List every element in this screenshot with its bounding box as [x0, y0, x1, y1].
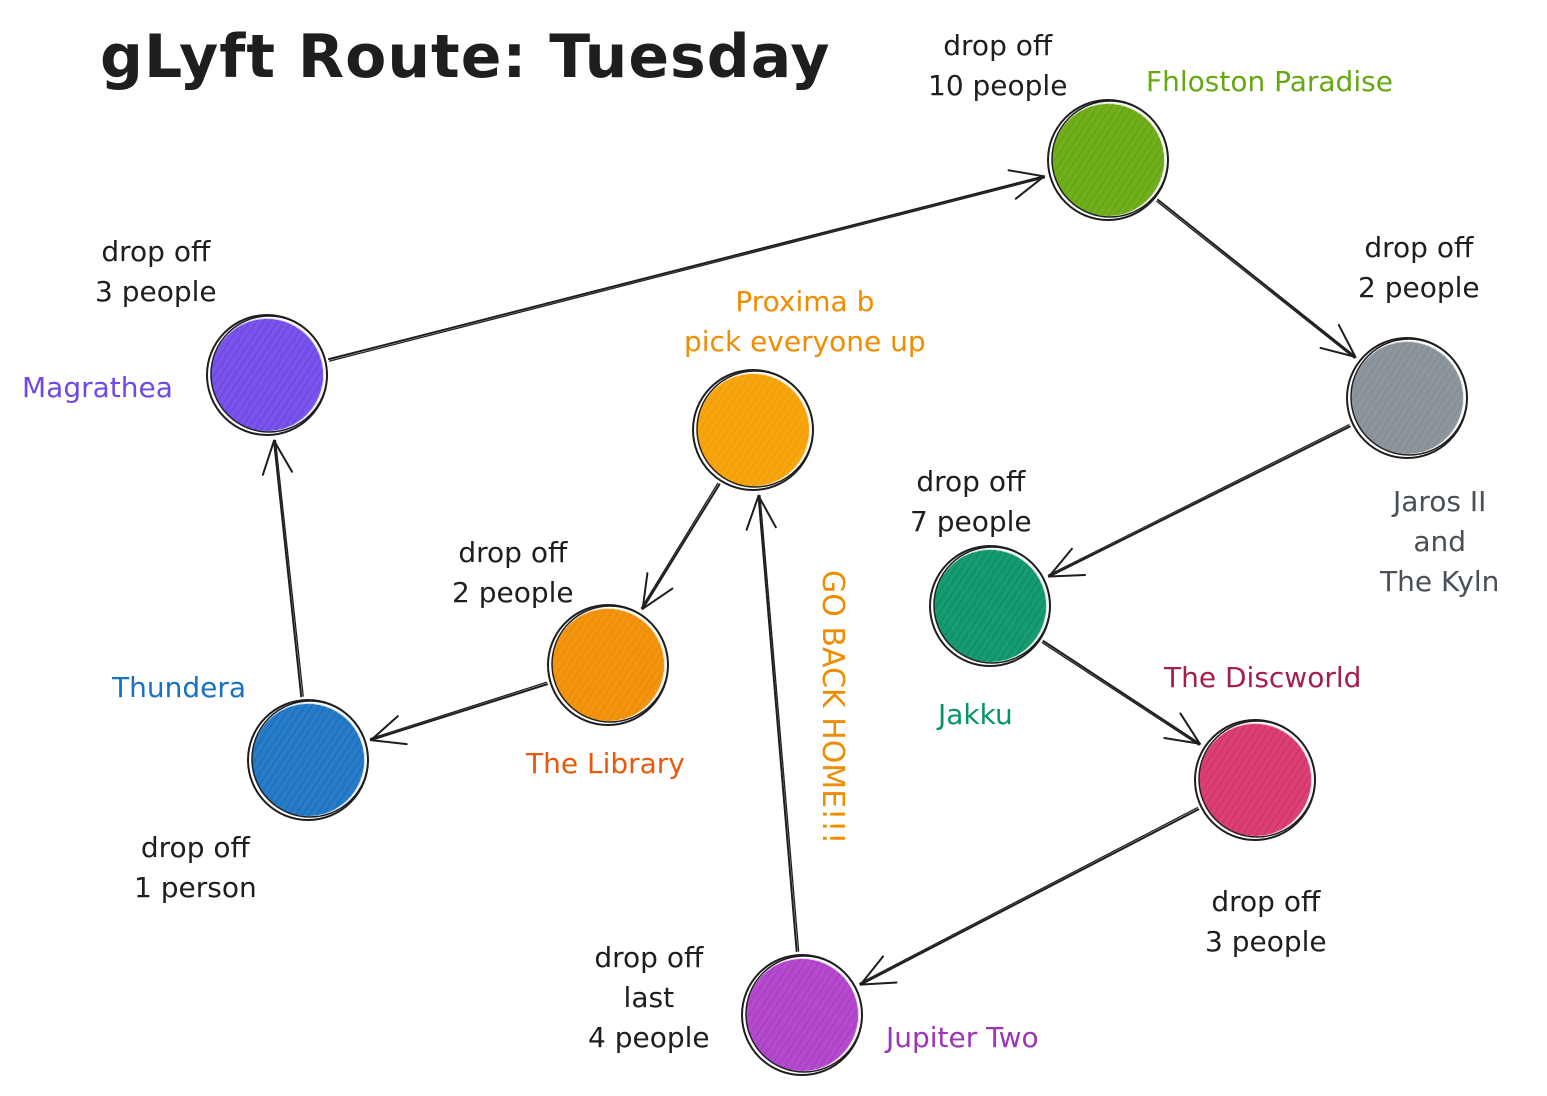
thundera-label: Thundera: [112, 671, 247, 704]
arrow-jupiter-to-proxima: [745, 494, 800, 953]
jaros-label: Jaros II and The Kyln: [1380, 485, 1500, 598]
page-title: gLyft Route: Tuesday: [100, 22, 831, 92]
discworld-node: [1154, 719, 1355, 841]
magrathea-node: [166, 314, 367, 436]
discworld-label: The Discworld: [1164, 661, 1362, 694]
arrow-library-to-thundera: [369, 681, 548, 746]
jupiter-node: [701, 954, 902, 1076]
thundera-node: [207, 699, 408, 821]
arrow-proxima-to-library: [640, 482, 721, 610]
jupiter-label: Jupiter Two: [886, 1021, 1039, 1054]
arrow-discworld-to-jupiter: [859, 807, 1200, 986]
proxima-label: Proxima b pick everyone up: [684, 285, 926, 358]
thundera-note: drop off 1 person: [134, 831, 257, 904]
fhloston-label: Fhloston Paradise: [1146, 65, 1393, 98]
go-back-home-note: GO BACK HOME!!!: [815, 570, 850, 845]
jaros-node: [1306, 337, 1507, 459]
magrathea-label: Magrathea: [22, 371, 173, 404]
route-arrows: [261, 169, 1357, 986]
magrathea-note: drop off 3 people: [95, 235, 217, 308]
jakku-note: drop off 7 people: [910, 465, 1032, 538]
library-note: drop off 2 people: [452, 536, 574, 609]
jakku-node: [889, 545, 1090, 667]
library-label: The Library: [526, 747, 685, 780]
discworld-note: drop off 3 people: [1205, 885, 1327, 958]
arrow-fhloston-to-jaros: [1156, 198, 1357, 359]
proxima-node: [652, 369, 853, 491]
jaros-note: drop off 2 people: [1358, 231, 1480, 304]
route-nodes: [166, 99, 1507, 1076]
fhloston-note: drop off 10 people: [928, 29, 1068, 102]
arrow-jakku-to-discworld: [1041, 640, 1201, 746]
jupiter-note: drop off last 4 people: [588, 941, 710, 1054]
arrow-jaros-to-jakku: [1047, 424, 1351, 578]
library-node: [507, 604, 708, 726]
fhloston-node: [1007, 99, 1208, 221]
arrow-thundera-to-magrathea: [261, 439, 304, 698]
jakku-label: Jakku: [938, 698, 1013, 731]
